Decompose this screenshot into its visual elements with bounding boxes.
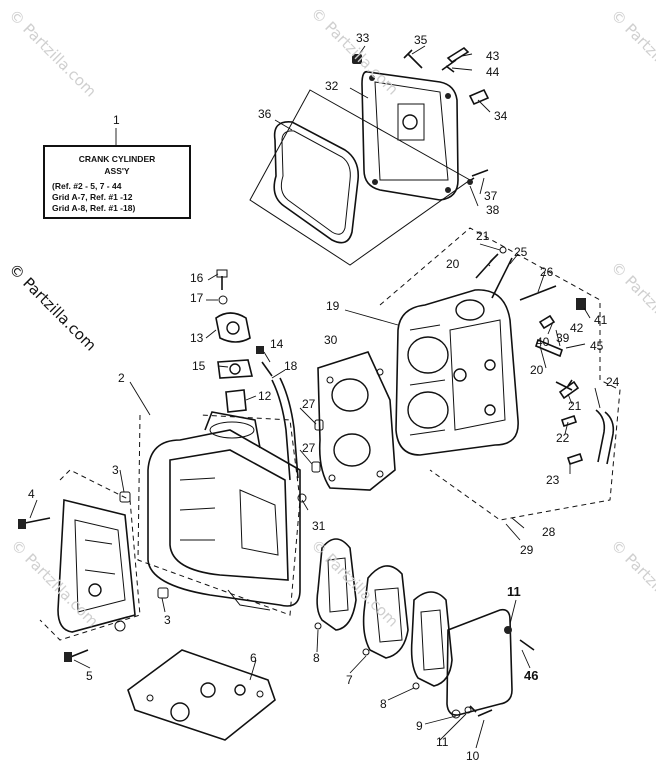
callout-36: 36	[258, 107, 272, 121]
callout-23: 23	[546, 473, 560, 487]
callout-38: 38	[486, 203, 500, 217]
callout-19: 19	[326, 299, 340, 313]
callout-6: 6	[250, 651, 257, 665]
callout-5: 5	[86, 669, 93, 683]
callout-15: 15	[192, 359, 206, 373]
callout-29: 29	[520, 543, 534, 557]
callout-12: 12	[258, 389, 272, 403]
title-box-line-5: Grid A-8, Ref. #1 -18)	[52, 203, 135, 213]
callout-20: 20	[446, 257, 460, 271]
cover-bolts	[352, 46, 490, 185]
callout-43: 43	[486, 49, 500, 63]
callout-21: 21	[476, 229, 490, 243]
callout-3: 3	[112, 463, 119, 477]
callout-33: 33	[356, 31, 370, 45]
callout-21b: 21	[568, 399, 582, 413]
crankcase-half	[18, 469, 141, 662]
callout-7: 7	[346, 673, 353, 687]
callout-34: 34	[494, 109, 508, 123]
callout-10: 10	[466, 749, 480, 763]
callout-25: 25	[514, 245, 528, 259]
callout-32: 32	[325, 79, 339, 93]
callout-46: 46	[524, 668, 538, 683]
callout-14: 14	[270, 337, 284, 351]
callout-16: 16	[190, 271, 204, 285]
callout-17: 17	[190, 291, 204, 305]
callout-37: 37	[484, 189, 498, 203]
callout-8: 8	[313, 651, 320, 665]
callout-30: 30	[324, 333, 338, 347]
callout-44: 44	[486, 65, 500, 79]
crankcase-cylinder-block	[137, 411, 301, 616]
leader-lines	[29, 45, 601, 749]
callout-27: 27	[302, 397, 316, 411]
callout-31: 31	[312, 519, 326, 533]
title-box-line-4: Grid A-7, Ref. #1 -12	[52, 192, 133, 202]
callout-28: 28	[542, 525, 556, 539]
head-fasteners	[475, 246, 615, 466]
callout-40: 40	[536, 335, 550, 349]
callout-45: 45	[590, 339, 604, 353]
callout-title-ref: 1	[113, 113, 120, 127]
callout-11: 11	[507, 584, 521, 599]
callout-8b: 8	[380, 697, 387, 711]
callout-13: 13	[190, 331, 204, 345]
callout-3b: 3	[164, 613, 171, 627]
callout-9: 9	[416, 719, 423, 733]
base-gasket	[127, 649, 276, 741]
callout-35: 35	[414, 33, 428, 47]
callout-numbers: 33 35 43 44 32 34 36 37 38 21 20 25 26 1…	[28, 31, 620, 763]
callout-27b: 27	[302, 441, 316, 455]
head-gasket	[317, 351, 396, 491]
callout-26: 26	[540, 265, 554, 279]
callout-24: 24	[606, 375, 620, 389]
head-cover-gasket-group	[249, 89, 471, 266]
exhaust-covers	[314, 538, 535, 719]
cylinder-head-cover	[361, 70, 459, 201]
title-box-line-3: (Ref. #2 - 5, 7 - 44	[52, 181, 122, 191]
callout-2: 2	[118, 371, 125, 385]
callout-39: 39	[556, 331, 570, 345]
callout-4: 4	[28, 487, 35, 501]
callout-22: 22	[556, 431, 570, 445]
thermostat-assembly	[215, 269, 299, 481]
cylinder-head-group	[379, 227, 621, 521]
callout-20b: 20	[530, 363, 544, 377]
title-box: 1 CRANK CYLINDER ASS'Y (Ref. #2 - 5, 7 -…	[43, 113, 191, 219]
title-box-line-1: CRANK CYLINDER	[79, 154, 156, 164]
callout-42: 42	[570, 321, 584, 335]
dowel-pins	[119, 419, 324, 599]
title-box-line-2: ASS'Y	[104, 166, 129, 176]
callout-18: 18	[284, 359, 298, 373]
callout-41: 41	[594, 313, 608, 327]
callout-11b: 11	[436, 735, 449, 749]
